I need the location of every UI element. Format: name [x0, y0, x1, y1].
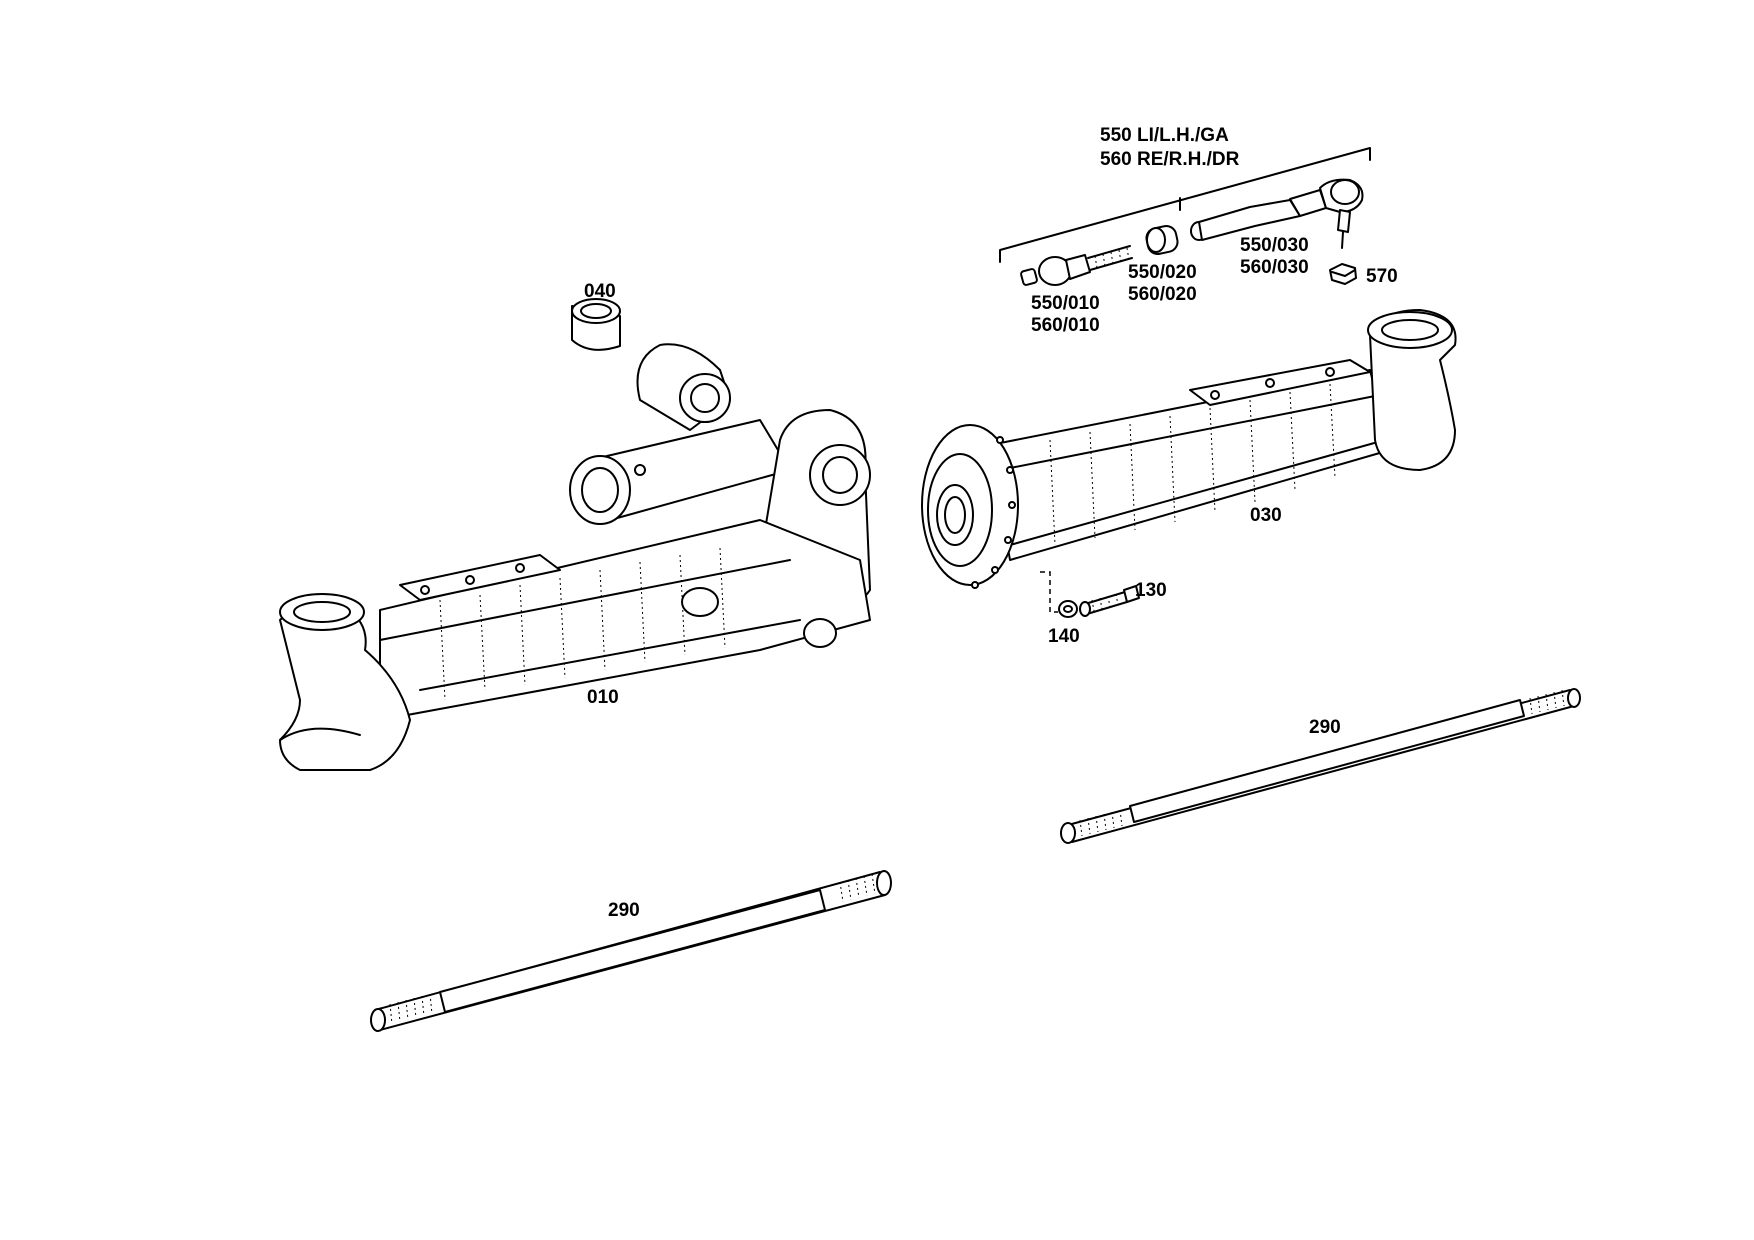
axle-shaft-right: [1060, 688, 1581, 844]
label-010: 010: [587, 687, 619, 708]
tie-rod-group-bracket: [999, 147, 1371, 263]
label-140: 140: [1048, 626, 1080, 647]
label-030: 030: [1250, 505, 1282, 526]
label-550-030: 550/030: [1240, 235, 1309, 256]
label-560-030: 560/030: [1240, 257, 1309, 278]
tie-rod-inner-joint: [1020, 245, 1133, 286]
tie-rod-outer-joint: [1190, 178, 1364, 249]
label-290-right: 290: [1309, 717, 1341, 738]
label-550-020: 550/020: [1128, 262, 1197, 283]
bolt-and-washer: [1040, 571, 1140, 618]
label-570: 570: [1366, 266, 1398, 287]
tie-rod-clamp: [1145, 225, 1179, 255]
axle-housing-left: [279, 343, 871, 771]
axle-housing-right: [921, 309, 1457, 589]
axle-shaft-left: [370, 870, 892, 1032]
nut-570: [1329, 263, 1357, 285]
label-560-010: 560/010: [1031, 315, 1100, 336]
label-550-010: 550/010: [1031, 293, 1100, 314]
part-labels: 550 LI/L.H./GA 560 RE/R.H./DR 550/010 56…: [584, 125, 1398, 921]
bushing-040: [571, 298, 621, 351]
label-130: 130: [1135, 580, 1167, 601]
label-040: 040: [584, 281, 616, 302]
label-group-line2: 560 RE/R.H./DR: [1100, 149, 1240, 170]
label-560-020: 560/020: [1128, 284, 1197, 305]
label-group-line1: 550 LI/L.H./GA: [1100, 125, 1229, 146]
label-290-left: 290: [608, 900, 640, 921]
